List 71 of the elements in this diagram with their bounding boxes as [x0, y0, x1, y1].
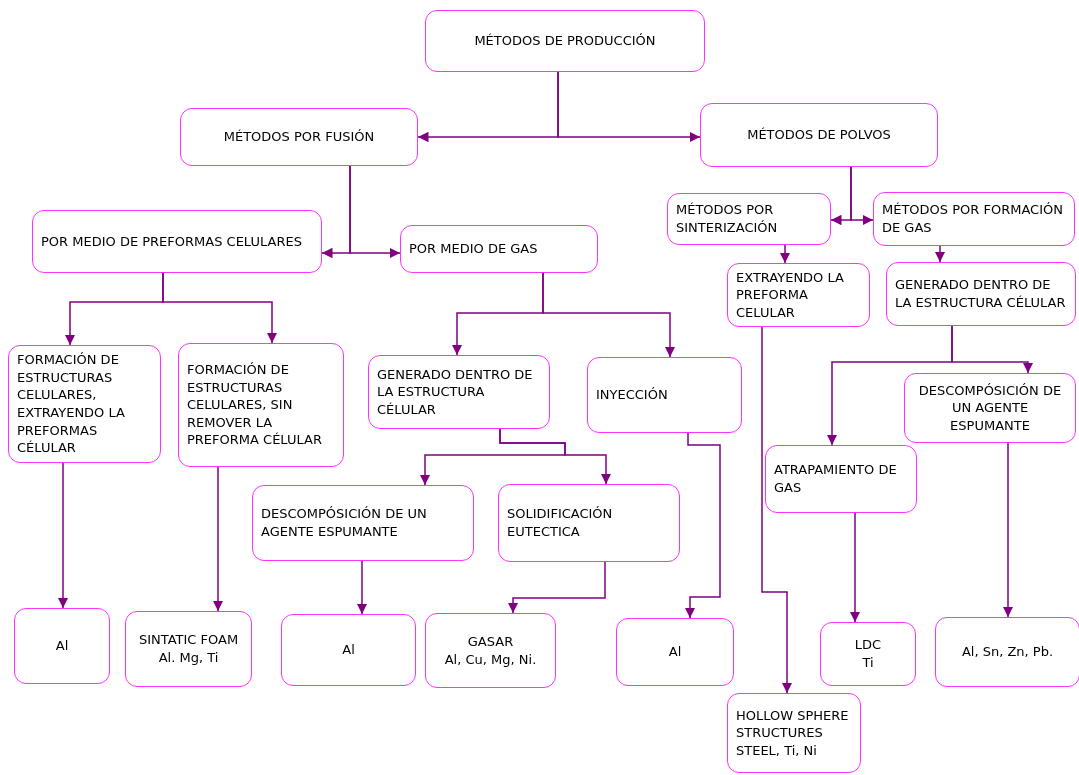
arrow — [356, 560, 368, 615]
arrow — [951, 325, 1034, 374]
node-text: FORMACIÓN DE ESTRUCTURAS CELULARES, SIN REMOVER LA PREFORMA CÉLULAR — [187, 361, 323, 449]
arrow — [542, 272, 676, 358]
arrow — [57, 462, 69, 609]
node-text: ATRAPAMIENTO DE GAS — [774, 461, 898, 497]
node-text: MÉTODOS POR SINTERIZACIÓN — [676, 201, 779, 237]
node-text: LDC — [853, 636, 883, 654]
arrow — [212, 466, 224, 612]
node-text: Al — [54, 637, 70, 655]
process-box — [32, 210, 322, 273]
node-text: FORMACIÓN DE ESTRUCTURAS CELULARES, EXTRAYENDO LA PREFORMAS CÉLULAR — [17, 351, 126, 457]
arrow — [349, 165, 401, 259]
process-box — [425, 10, 705, 72]
process-box — [727, 693, 861, 773]
arrow — [507, 561, 606, 614]
arrow — [557, 71, 701, 143]
node-text: HOLLOW SPHERE STRUCTURES — [736, 706, 850, 742]
process-box — [886, 262, 1076, 326]
arrow — [761, 326, 793, 694]
process-box — [281, 614, 416, 686]
process-box — [700, 103, 938, 167]
node-text: SOLIDIFICACIÓN EUTECTICA — [507, 505, 614, 541]
node-text: POR MEDIO DE GAS — [409, 240, 539, 258]
process-box — [368, 355, 550, 429]
arrow — [934, 245, 946, 263]
node-text: MÉTODOS POR FUSIÓN — [222, 128, 376, 146]
process-box — [125, 611, 252, 687]
node-text: DESCOMPÓSICIÓN DE UN AGENTE ESPUMANTE — [261, 505, 428, 541]
process-box — [180, 108, 418, 166]
node-text: Al — [667, 643, 683, 661]
arrow — [499, 428, 612, 485]
arrow — [850, 166, 874, 226]
process-box — [252, 485, 474, 561]
node-text: SINTATIC FOAM — [137, 631, 240, 649]
process-box — [425, 613, 556, 688]
node-text: EXTRAYENDO LA PREFORMA CELULAR — [736, 268, 845, 322]
node-text: DESCOMPÓSICIÓN DE UN AGENTE ESPUMANTE — [917, 381, 1063, 435]
process-box — [820, 622, 916, 686]
node-text: GENERADO DENTRO DE LA ESTRUCTURA CÉLULAR — [377, 365, 534, 419]
node-text: Ti — [861, 654, 875, 672]
process-box — [616, 618, 734, 686]
node-text: MÉTODOS DE PRODUCCIÓN — [473, 32, 657, 50]
node-text: MÉTODOS DE POLVOS — [746, 126, 892, 144]
process-box — [765, 445, 917, 513]
node-text: Al. Mg, Ti — [157, 649, 220, 667]
arrow — [779, 244, 791, 264]
node-text: MÉTODOS POR FORMACIÓN DE GAS — [882, 201, 1064, 237]
node-text: INYECCIÓN — [596, 386, 669, 404]
process-box — [178, 343, 344, 467]
process-box — [8, 345, 161, 463]
process-box — [935, 617, 1079, 687]
process-box — [587, 357, 742, 433]
node-text: STEEL, Ti, Ni — [736, 741, 818, 760]
process-box — [400, 225, 598, 273]
arrow — [162, 272, 278, 344]
arrow — [1002, 442, 1014, 618]
process-box — [667, 193, 831, 245]
node-text: GASAR — [466, 632, 515, 651]
node-text: Al, Cu, Mg, Ni. — [443, 650, 538, 669]
process-box — [14, 608, 110, 684]
node-text: GENERADO DENTRO DE LA ESTRUCTURA CÉLULAR — [895, 276, 1067, 312]
node-text: Al — [341, 641, 356, 659]
process-box — [498, 484, 680, 562]
process-box — [727, 263, 870, 327]
process-box — [873, 192, 1075, 246]
arrow — [684, 432, 721, 619]
process-box — [904, 373, 1076, 443]
arrow — [849, 512, 861, 623]
node-text: Al, Sn, Zn, Pb. — [960, 643, 1055, 661]
node-text: POR MEDIO DE PREFORMAS CELULARES — [41, 232, 303, 251]
